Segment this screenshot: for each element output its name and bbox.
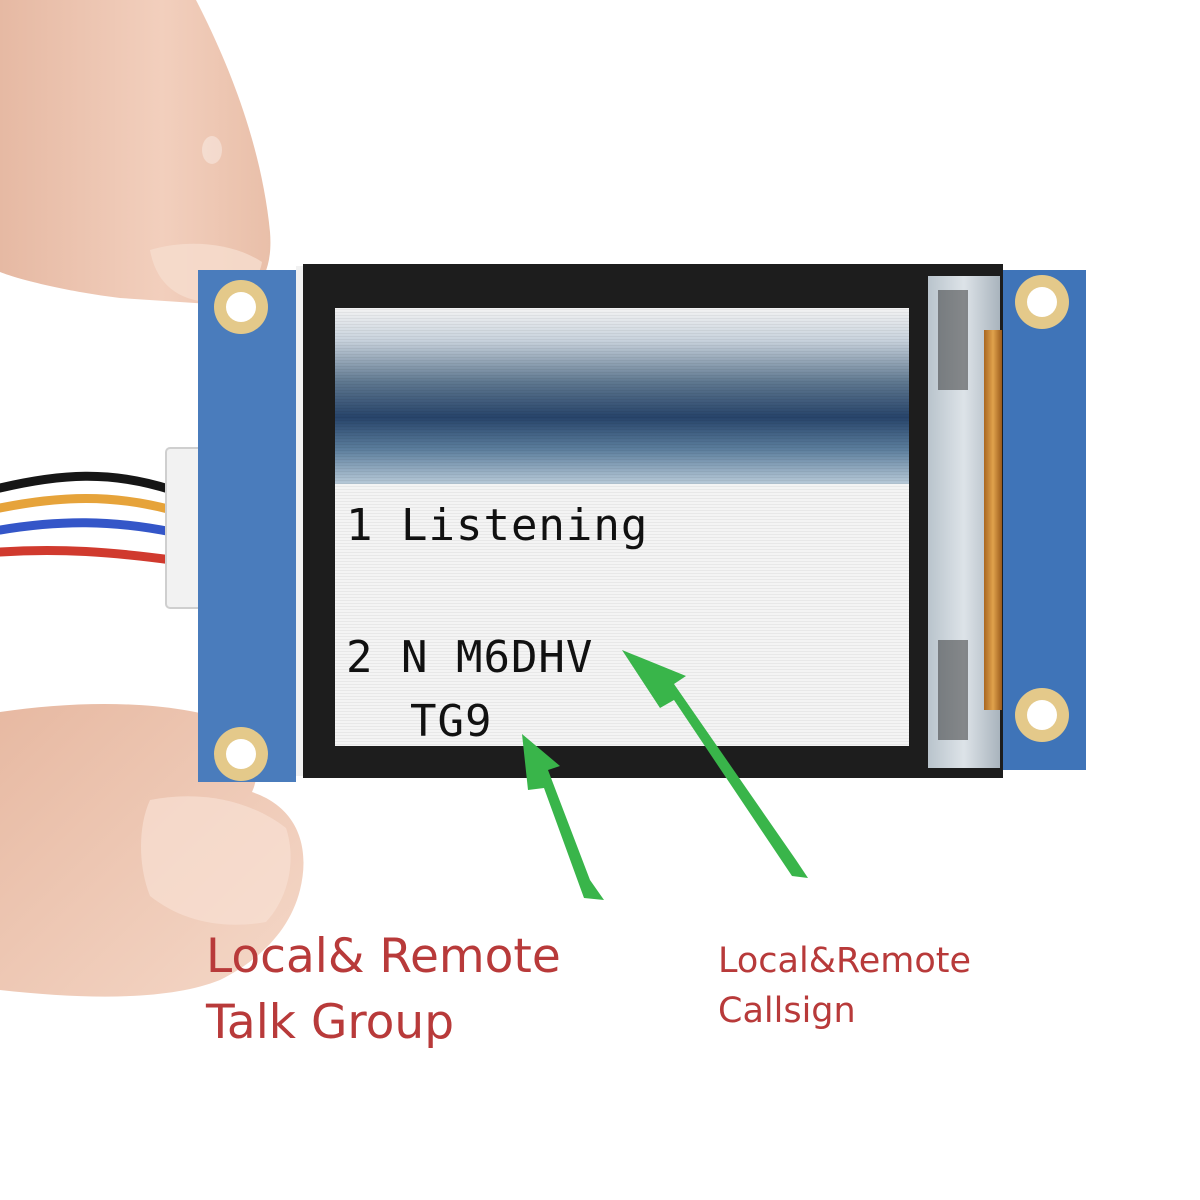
- talk-group-caption-line2: Talk Group: [206, 995, 455, 1050]
- pcb-board: [198, 266, 1086, 782]
- top-finger: [0, 0, 271, 304]
- green-arrow-icon: [622, 650, 808, 878]
- wire-bundle: [0, 471, 177, 565]
- talk-group-caption: Local& Remote Talk Group: [206, 924, 561, 1056]
- green-arrow-icon: [522, 734, 604, 900]
- screen-line-status: 1 Listening: [346, 500, 649, 551]
- lcd-module: [303, 264, 1003, 778]
- screen-line-callsign: 2 N M6DHV: [346, 632, 594, 683]
- callsign-caption-line1: Local&Remote: [718, 941, 972, 981]
- connector: [165, 447, 203, 609]
- callsign-caption: Local&Remote Callsign: [718, 936, 971, 1036]
- screen-line-talkgroup: TG9: [410, 696, 493, 747]
- callsign-caption-line2: Callsign: [718, 991, 856, 1031]
- talk-group-caption-line1: Local& Remote: [206, 929, 561, 984]
